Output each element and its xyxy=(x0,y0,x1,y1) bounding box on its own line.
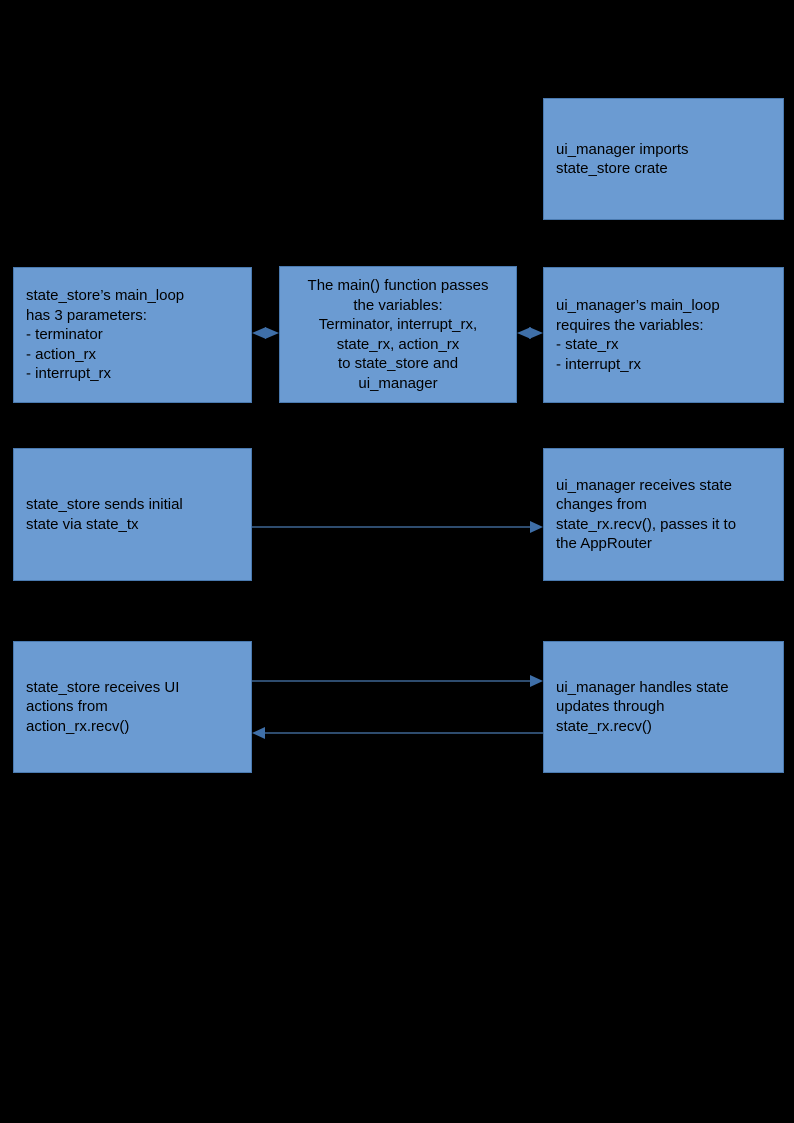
node-ui-manager-main-loop[interactable]: ui_manager’s main_loop requires the vari… xyxy=(543,267,784,403)
connector-state-tx-to-ui-manager xyxy=(252,521,543,533)
node-ui-manager-handles-state-label: ui_manager handles state updates through… xyxy=(556,678,729,735)
node-main-function-passes[interactable]: The main() function passes the variables… xyxy=(279,266,517,403)
node-ui-manager-imports-label: ui_manager imports state_store crate xyxy=(556,140,689,178)
node-state-store-main-loop-label: state_store’s main_loop has 3 parameters… xyxy=(26,287,185,383)
connector-state-store-to-main xyxy=(252,327,279,339)
node-main-function-passes-label: The main() function passes the variables… xyxy=(307,277,489,392)
node-ui-manager-receives-state[interactable]: ui_manager receives state changes from s… xyxy=(543,448,784,581)
node-ui-manager-receives-state-label: ui_manager receives state changes from s… xyxy=(556,476,737,553)
node-state-store-receives-ui[interactable]: state_store receives UI actions from act… xyxy=(13,641,252,773)
node-state-store-main-loop[interactable]: state_store’s main_loop has 3 parameters… xyxy=(13,267,252,403)
node-state-store-sends-initial[interactable]: state_store sends initial state via stat… xyxy=(13,448,252,581)
node-state-store-sends-initial-label: state_store sends initial state via stat… xyxy=(26,496,183,533)
node-ui-manager-imports[interactable]: ui_manager imports state_store crate xyxy=(543,98,784,220)
connector-ui-manager-to-state-store-actions xyxy=(252,727,543,739)
connector-main-to-ui-manager xyxy=(517,327,543,339)
node-state-store-receives-ui-label: state_store receives UI actions from act… xyxy=(26,678,180,735)
node-ui-manager-main-loop-label: ui_manager’s main_loop requires the vari… xyxy=(556,297,720,373)
connector-state-store-to-ui-manager-actions xyxy=(252,675,543,687)
node-ui-manager-handles-state[interactable]: ui_manager handles state updates through… xyxy=(543,641,784,773)
